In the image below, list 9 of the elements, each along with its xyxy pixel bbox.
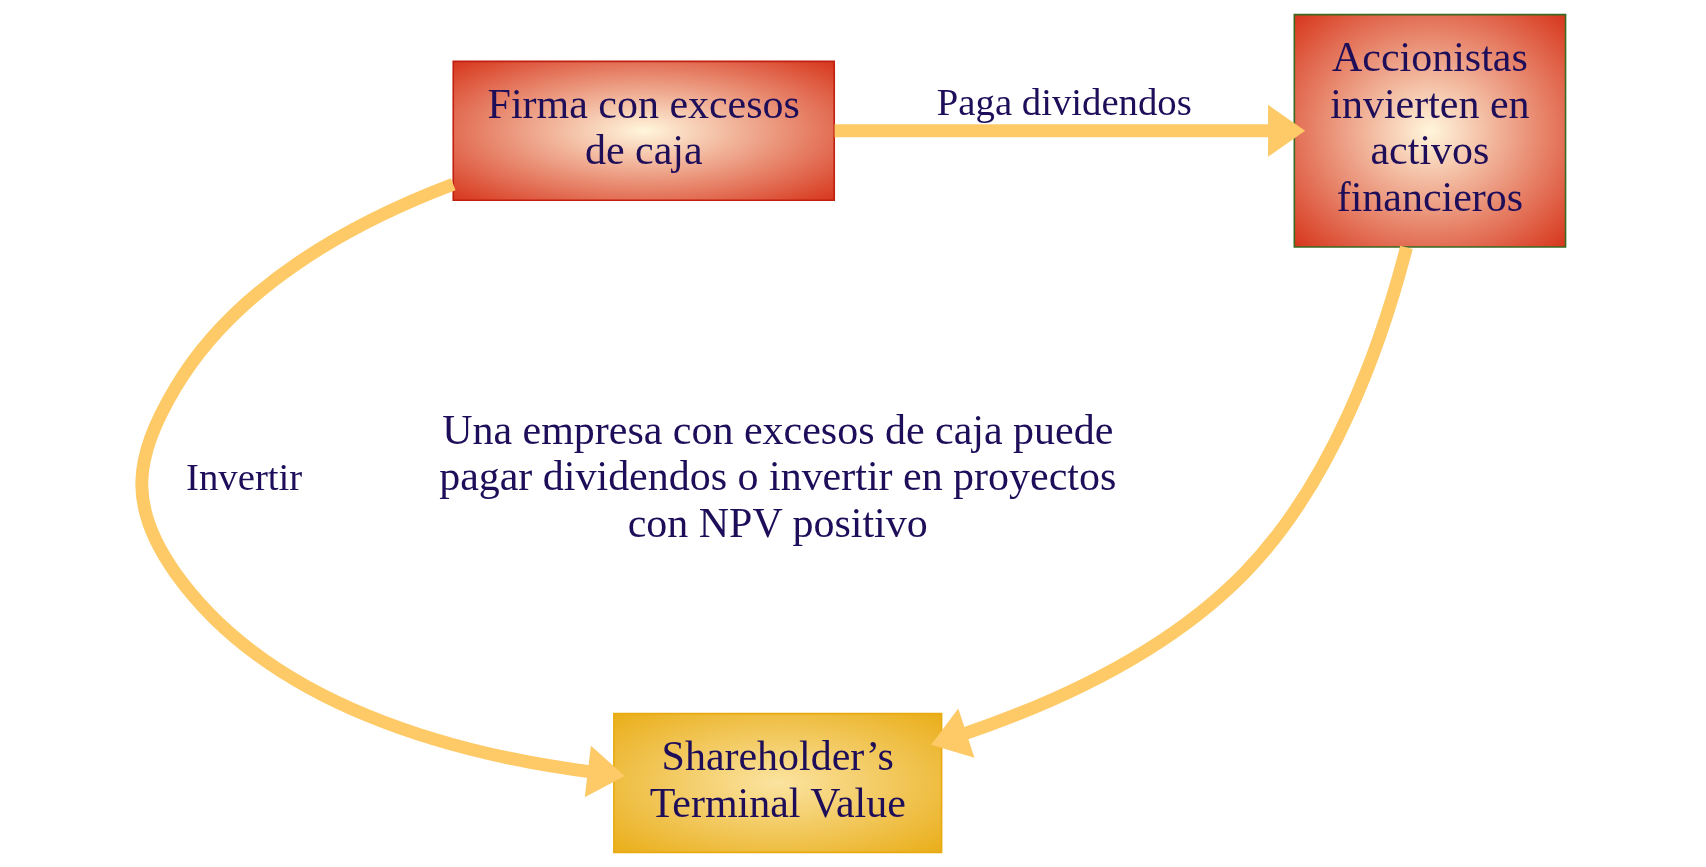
node-box: Shareholder’s Terminal Value <box>612 712 942 854</box>
edge-label: Paga dividendos <box>936 79 1192 123</box>
edge-label: Invertir <box>185 455 302 499</box>
node-box: Firma con excesos de caja <box>451 60 835 202</box>
arrow <box>834 104 1305 157</box>
node-box: Accionistas invierten en activos financieros <box>1293 13 1566 248</box>
arrow <box>930 245 1413 758</box>
label: Una empresa con excesos de caja puede pagar dividendos o invertir en proyectos con NPV positivo <box>438 406 1116 547</box>
arrow <box>134 178 625 798</box>
